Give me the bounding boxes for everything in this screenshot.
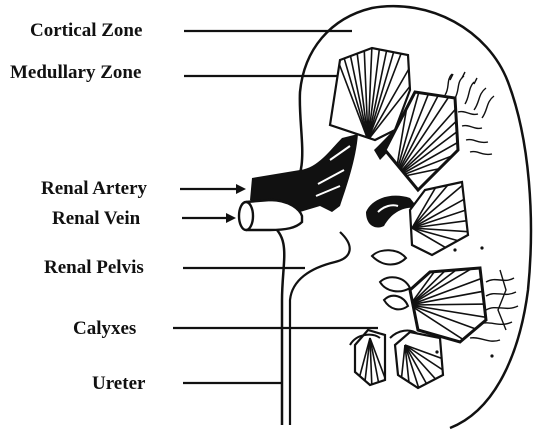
ureter-label: Ureter — [92, 374, 145, 393]
calyx-cups — [350, 250, 418, 345]
pyramid-6 — [355, 330, 388, 390]
cortical-zone-label: Cortical Zone — [30, 21, 142, 40]
pyramid-4 — [410, 264, 490, 344]
medullary-zone-label: Medullary Zone — [10, 63, 141, 82]
calyxes-label: Calyxes — [73, 319, 136, 338]
pyramid-3 — [410, 180, 472, 256]
renal-artery-label: Renal Artery — [41, 179, 147, 198]
renal-pelvis-label: Renal Pelvis — [44, 258, 144, 277]
pyramid-5 — [395, 332, 446, 392]
renal-vein-label: Renal Vein — [52, 209, 140, 228]
renal-vein — [239, 200, 302, 230]
